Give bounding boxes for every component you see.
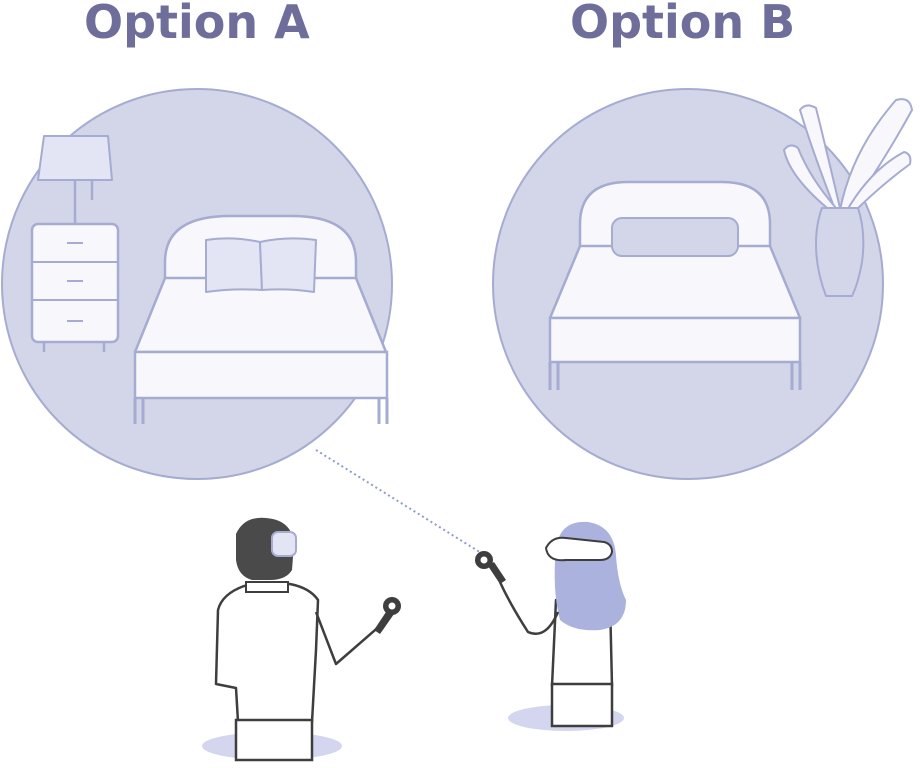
option-a-bubble[interactable] xyxy=(1,88,393,480)
single-bed-icon xyxy=(548,180,802,390)
lamp-icon xyxy=(37,135,113,224)
plant-vase-icon xyxy=(783,98,913,297)
option-b-title: Option B xyxy=(570,0,796,49)
nightstand-icon xyxy=(30,222,120,352)
double-bed-icon xyxy=(133,214,389,424)
man-controller-icon xyxy=(374,597,401,634)
man-figure xyxy=(202,517,401,762)
option-b-bubble[interactable] xyxy=(492,88,913,480)
woman-controller-icon xyxy=(475,551,506,584)
option-a-title: Option A xyxy=(84,0,310,49)
pointer-ray xyxy=(315,449,487,557)
woman-figure xyxy=(475,521,626,731)
